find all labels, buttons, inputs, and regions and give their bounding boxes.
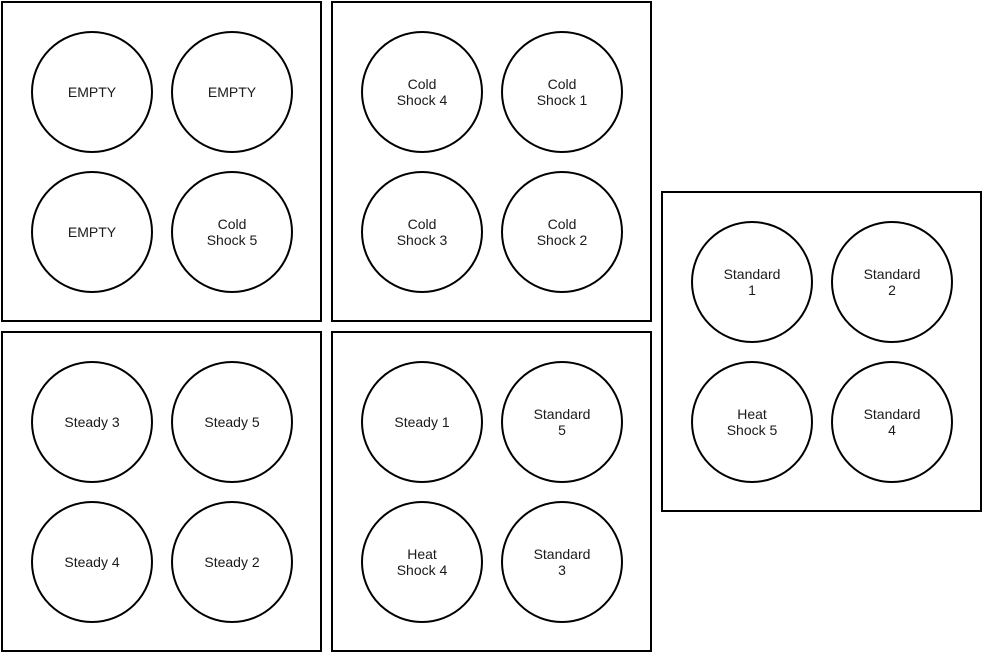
well-label: Cold Shock 5 xyxy=(206,216,258,248)
well-label: Steady 3 xyxy=(64,414,120,430)
well-label: Steady 5 xyxy=(204,414,260,430)
well: Heat Shock 5 xyxy=(691,361,813,483)
well-label: EMPTY xyxy=(67,84,117,100)
well: Cold Shock 5 xyxy=(171,171,293,293)
well: EMPTY xyxy=(31,171,153,293)
well: Steady 1 xyxy=(361,361,483,483)
well: Standard 2 xyxy=(831,221,953,343)
well-label: EMPTY xyxy=(67,224,117,240)
well: Cold Shock 3 xyxy=(361,171,483,293)
well: Standard 3 xyxy=(501,501,623,623)
well: Steady 5 xyxy=(171,361,293,483)
well-label: Standard 5 xyxy=(533,406,591,438)
well-label: Standard 4 xyxy=(863,406,921,438)
well-label: Cold Shock 1 xyxy=(536,76,588,108)
plate-5: Standard 1 Standard 2 Heat Shock 5 Stand… xyxy=(661,191,982,512)
well-label: Cold Shock 3 xyxy=(396,216,448,248)
plate-3: Steady 3 Steady 5 Steady 4 Steady 2 xyxy=(1,331,322,652)
well: Heat Shock 4 xyxy=(361,501,483,623)
well: Steady 3 xyxy=(31,361,153,483)
well: EMPTY xyxy=(31,31,153,153)
well: Steady 4 xyxy=(31,501,153,623)
well: EMPTY xyxy=(171,31,293,153)
plate-4: Steady 1 Standard 5 Heat Shock 4 Standar… xyxy=(331,331,652,652)
well-label: Steady 2 xyxy=(204,554,260,570)
plate-2: Cold Shock 4 Cold Shock 1 Cold Shock 3 C… xyxy=(331,1,652,322)
well-label: Cold Shock 2 xyxy=(536,216,588,248)
well-label: Standard 3 xyxy=(533,546,591,578)
well-label: Heat Shock 4 xyxy=(396,546,448,578)
well: Standard 1 xyxy=(691,221,813,343)
well: Cold Shock 4 xyxy=(361,31,483,153)
well-label: Steady 4 xyxy=(64,554,120,570)
plate-1: EMPTY EMPTY EMPTY Cold Shock 5 xyxy=(1,1,322,322)
well: Steady 2 xyxy=(171,501,293,623)
well-label: EMPTY xyxy=(207,84,257,100)
well-label: Standard 2 xyxy=(863,266,921,298)
well: Standard 4 xyxy=(831,361,953,483)
well-label: Standard 1 xyxy=(723,266,781,298)
well: Cold Shock 2 xyxy=(501,171,623,293)
well: Cold Shock 1 xyxy=(501,31,623,153)
well: Standard 5 xyxy=(501,361,623,483)
well-label: Steady 1 xyxy=(394,414,450,430)
well-label: Cold Shock 4 xyxy=(396,76,448,108)
well-label: Heat Shock 5 xyxy=(726,406,778,438)
